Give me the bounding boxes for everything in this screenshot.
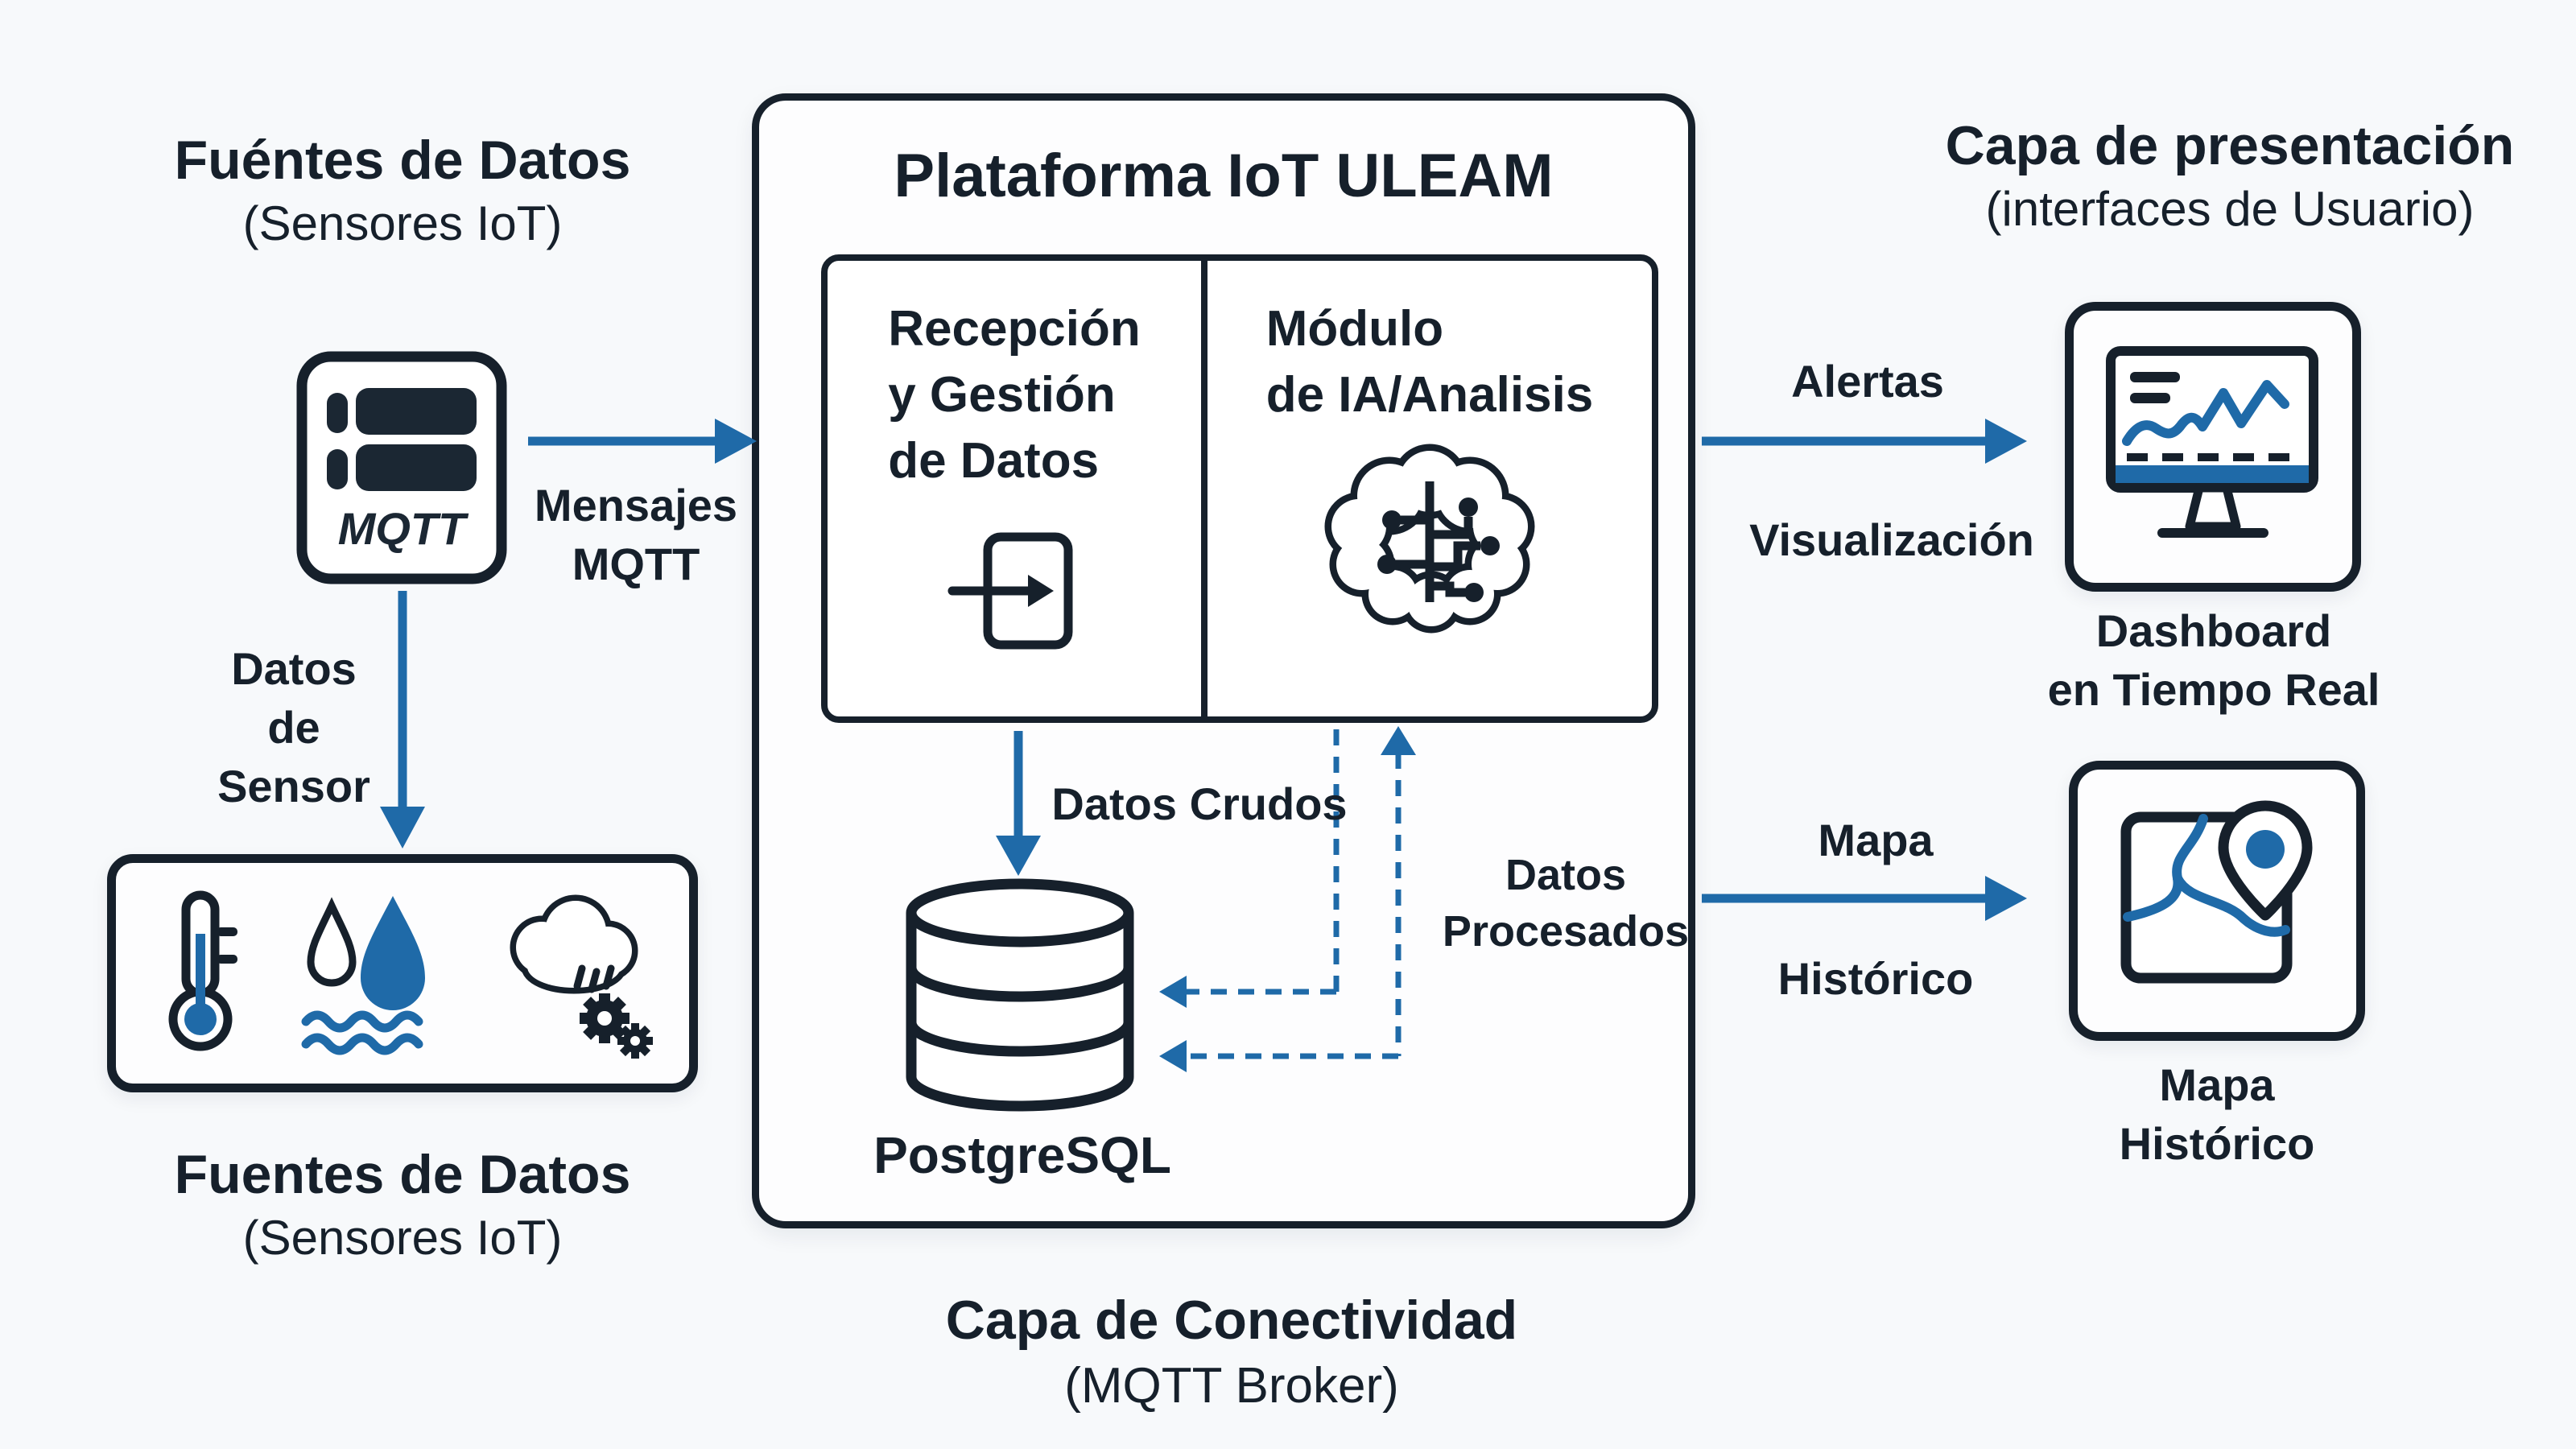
platform-modules-box: Recepción y Gestión de Datos Módulo de I…: [821, 254, 1658, 723]
arrow-alertas-head: [1985, 419, 2027, 464]
ia-module: Módulo de IA/Analisis: [1208, 261, 1652, 716]
water-drops-icon: [290, 891, 451, 1055]
database-cylinder-icon: [906, 878, 1134, 1112]
arrow-mensajes-head: [715, 419, 757, 464]
data-import-icon: [947, 532, 1073, 650]
mensajes-mqtt-label: Mensajes MQTT: [534, 480, 738, 589]
dashboard-label: Dashboard en Tiempo Real: [2047, 605, 2380, 715]
fuentes-bottom-subtitle: (Sensores IoT): [242, 1210, 563, 1265]
datos-crudos-label: Datos Crudos: [1051, 778, 1348, 829]
arrow-mapa-head: [1985, 876, 2027, 921]
gear-small-icon: [617, 1023, 653, 1059]
ai-brain-icon: [1324, 444, 1535, 634]
platform-title: Plataforma IoT ULEAM: [894, 142, 1554, 210]
historico-label: Histórico: [1777, 953, 1974, 1004]
mqtt-device-icon: MQTT: [296, 351, 507, 584]
fuentes-top-subtitle: (Sensores IoT): [242, 196, 563, 250]
ia-label: Módulo de IA/Analisis: [1265, 301, 1594, 423]
connectivity-subtitle: (MQTT Broker): [1064, 1358, 1399, 1414]
dashboard-box: [2065, 302, 2361, 592]
connectivity-title-block: Capa de Conectividad (MQTT Broker): [861, 1286, 1602, 1418]
alertas-label: Alertas: [1791, 356, 1944, 407]
connectivity-title: Capa de Conectividad: [945, 1290, 1518, 1351]
monitor-chart-icon: [2106, 346, 2318, 538]
datos-sensor-label: Datos de Sensor: [217, 643, 370, 811]
presentation-title-block: Capa de presentación (interfaces de Usua…: [1884, 113, 2576, 238]
fuentes-bottom-title-block: Fuentes de Datos (Sensores IoT): [129, 1141, 676, 1267]
fuentes-top-title-block: Fuéntes de Datos (Sensores IoT): [129, 127, 676, 253]
fuentes-top-title: Fuéntes de Datos: [174, 130, 631, 191]
cloud-rain-gears-icon: [485, 885, 654, 1062]
visualizacion-label: Visualización: [1749, 514, 2034, 565]
postgresql-label: PostgreSQL: [873, 1126, 1171, 1184]
mapa-label: Mapa: [1818, 815, 1934, 865]
mqtt-device-label: MQTT: [338, 503, 469, 554]
gear-icon: [580, 993, 630, 1043]
sensors-box: [107, 854, 698, 1092]
map-location-pin-icon: [2120, 800, 2313, 984]
mapa-historico-label: Mapa Histórico: [2119, 1059, 2315, 1169]
fuentes-bottom-title: Fuentes de Datos: [174, 1144, 631, 1205]
presentation-subtitle: (interfaces de Usuario): [1985, 181, 2475, 236]
presentation-title: Capa de presentación: [1945, 115, 2515, 176]
reception-label: Recepción y Gestión de Datos: [888, 301, 1141, 489]
thermometer-icon: [151, 887, 255, 1059]
datos-procesados-label: Datos Procesados: [1442, 851, 1690, 956]
map-box: [2069, 761, 2365, 1041]
reception-module: Recepción y Gestión de Datos: [828, 261, 1208, 716]
